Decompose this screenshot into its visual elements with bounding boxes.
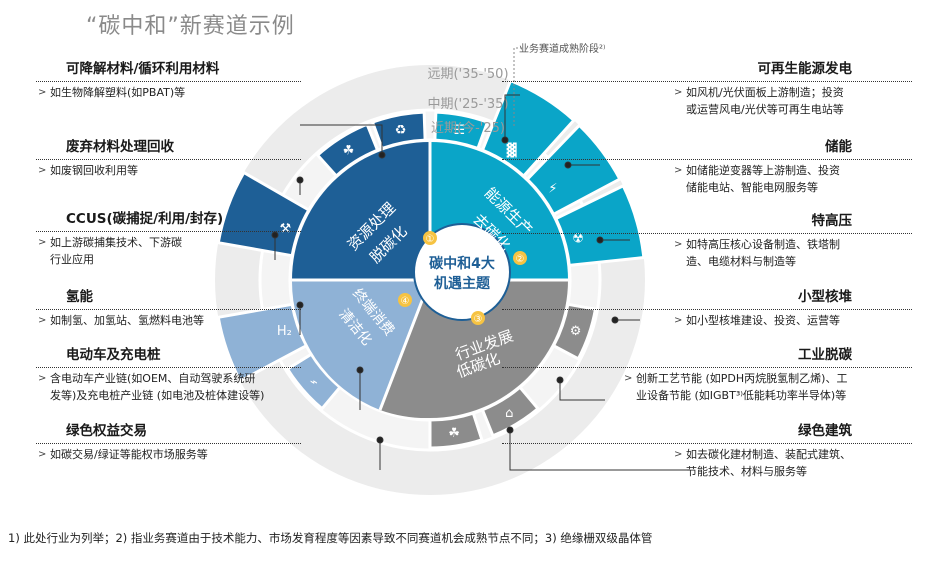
center-circle	[413, 223, 511, 321]
sector-tile	[370, 110, 427, 151]
left-title-1: 可降解材料/循环利用材料	[66, 61, 220, 77]
left-desc-3b: 行业应用	[50, 253, 94, 266]
right-desc-1b: 或运营风电/光伏等可再生电站等	[686, 103, 844, 116]
left-item-6: 绿色权益交易 >如碳交易/绿证等能权市场服务等	[36, 422, 456, 463]
connector-line	[504, 94, 520, 140]
badge-1: ①	[426, 234, 435, 245]
sector-icon: ⚡	[548, 181, 557, 196]
left-title-3: CCUS(碳捕捉/利用/封存)	[66, 211, 224, 227]
connector-dot	[378, 151, 386, 159]
sector-tile	[551, 302, 598, 361]
sector-icon: ☷	[454, 123, 466, 138]
right-title-4: 小型核堆	[798, 289, 852, 305]
right-desc-4: 如小型核堆建设、投资、运营等	[686, 314, 840, 327]
sector-tile	[480, 385, 541, 438]
sector-icon: ⌂	[505, 406, 513, 421]
connector-dot	[596, 236, 604, 244]
connector-line	[300, 124, 383, 155]
badge-3: ③	[474, 314, 483, 325]
left-item-5: 电动车及充电桩 >含电动车产业链(如OEM、自动驾驶系统研发等)及充电桩产业链 …	[36, 346, 456, 404]
connector-dot	[501, 136, 509, 144]
center-line2: 机遇主题	[434, 275, 491, 292]
connector-dot	[376, 436, 384, 444]
connector-dot	[611, 316, 619, 324]
left-desc-1: 如生物降解塑料(如PBAT)等	[50, 86, 186, 99]
connector-dot	[564, 161, 572, 169]
sector-icon: ⚙	[570, 324, 582, 339]
connector-dot	[271, 231, 279, 239]
sector-tile	[428, 411, 484, 450]
left-item-2: 废弃材料处理回收 >如废钢回收利用等	[36, 138, 456, 179]
left-title-4: 氢能	[66, 289, 93, 305]
connector-dot	[296, 176, 304, 184]
right-desc-2b: 储能电站、智能电网服务等	[686, 181, 818, 194]
right-desc-3a: 如特高压核心设备制造、铁塔制	[686, 238, 840, 251]
sector-icon: ☘	[448, 426, 460, 441]
right-desc-6a: 如去碳化建材制造、装配式建筑、	[686, 448, 851, 461]
right-item-2: 储能 >如储能逆变器等上游制造、投资储能电站、智能电网服务等	[482, 138, 912, 196]
right-desc-2a: 如储能逆变器等上游制造、投资	[686, 164, 840, 177]
sector-icon: ⚒	[279, 221, 291, 236]
right-desc-5a: 创新工艺节能 (如PDH丙烷脱氢制乙烯)、工	[636, 372, 848, 385]
connector-dot	[556, 376, 564, 384]
left-desc-3a: 如上游碳捕集技术、下游碳	[50, 236, 182, 249]
sector-tiles: ♻ ☘ ⚒ ☷ ▓ ⚡ ☢ ⚙ ⌂ ☘ H₂ ⌁	[216, 78, 646, 450]
sector-tile	[433, 110, 490, 151]
sector-tile	[216, 170, 311, 258]
maturity-legend: 业务赛道成熟阶段²⁾	[519, 44, 606, 55]
right-desc-6b: 节能技术、材料与服务等	[686, 465, 807, 478]
left-desc-5b: 发等)及充电桩产业链 (如电池及桩体建设等)	[50, 389, 265, 402]
sector-icon: ☘	[343, 143, 355, 158]
sector-icon: ⌁	[310, 375, 318, 390]
sector-icon: ▓	[507, 142, 517, 158]
sector-icon: ☢	[572, 232, 584, 247]
left-item-1: 可降解材料/循环利用材料 >如生物降解塑料(如PBAT)等	[36, 60, 456, 101]
right-item-1: 可再生能源发电 >如风机/光伏面板上游制造；投资或运营风电/光伏等可再生电站等	[482, 60, 912, 118]
sector-tile	[315, 122, 380, 179]
right-item-3: 特高压 >如特高压核心设备制造、铁塔制造、电缆材料与制造等	[482, 212, 912, 270]
left-title-2: 废弃材料处理回收	[66, 139, 174, 155]
sector-tile	[553, 183, 646, 268]
right-desc-3b: 造、电缆材料与制造等	[686, 255, 796, 268]
right-title-3: 特高压	[811, 213, 853, 229]
sector-icon: H₂	[277, 324, 292, 339]
left-desc-4: 如制氢、加氢站、氢燃料电池等	[50, 314, 204, 327]
right-title-2: 储能	[825, 139, 852, 155]
left-item-3: CCUS(碳捕捉/利用/封存) >如上游碳捕集技术、下游碳行业应用	[36, 210, 456, 268]
badge-4: ④	[401, 296, 410, 307]
ring-label-far: 远期('35-'50)	[427, 67, 508, 82]
right-item-5: 工业脱碳 >创新工艺节能 (如PDH丙烷脱氢制乙烯)、工业设备节能 (如IGBT…	[482, 346, 912, 404]
connector-line	[559, 380, 605, 401]
right-title-5: 工业脱碳	[798, 347, 852, 363]
right-title-1: 可再生能源发电	[757, 61, 853, 77]
right-desc-5b: 业设备节能 (如IGBT³⁾低能耗功率半导体)等	[636, 389, 847, 402]
sector-tile	[525, 123, 622, 217]
connector-dot	[356, 366, 364, 374]
ring-label-near: 近期(今-'25)	[431, 120, 505, 136]
left-desc-2: 如废钢回收利用等	[50, 164, 138, 177]
left-title-6: 绿色权益交易	[66, 423, 147, 439]
connector-dot	[506, 426, 514, 434]
sector-icon: ♻	[395, 123, 407, 138]
page-title: “碳中和”新赛道示例	[86, 14, 295, 39]
left-title-5: 电动车及充电桩	[66, 347, 161, 363]
quadrant-resource	[292, 142, 430, 280]
left-item-4: 氢能 >如制氢、加氢站、氢燃料电池等	[36, 288, 456, 329]
connector-dot	[296, 301, 304, 309]
right-item-4: 小型核堆 >如小型核堆建设、投资、运营等	[482, 288, 912, 329]
left-desc-5a: 含电动车产业链(如OEM、自动驾驶系统研	[50, 372, 256, 385]
footnote: 1) 此处行业为列举；2) 指业务赛道由于技术能力、市场发育程度等因素导致不同赛…	[8, 531, 653, 545]
right-desc-1a: 如风机/光伏面板上游制造；投资	[686, 86, 844, 99]
left-desc-6: 如碳交易/绿证等能权市场服务等	[50, 448, 208, 461]
quadrant-consumer	[291, 280, 430, 410]
right-item-6: 绿色建筑 >如去碳化建材制造、装配式建筑、节能技术、材料与服务等	[482, 422, 912, 480]
badge-2: ②	[516, 254, 525, 265]
center-line1: 碳中和4大	[429, 255, 495, 272]
right-title-6: 绿色建筑	[798, 423, 852, 439]
ring-label-mid: 中期('25-'35)	[427, 97, 508, 112]
